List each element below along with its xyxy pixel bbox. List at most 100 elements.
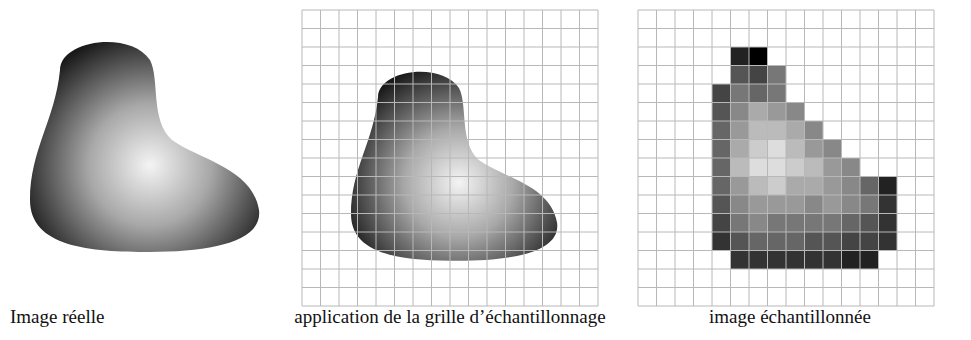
- grid-line: [638, 195, 934, 196]
- pixel-cell: [731, 214, 750, 233]
- pixel-cell: [879, 195, 898, 214]
- grid-line: [542, 10, 543, 306]
- pixel-cell: [786, 214, 805, 233]
- pixel-cell: [749, 66, 768, 85]
- grid-line: [638, 250, 934, 251]
- pixel-cell: [749, 84, 768, 103]
- pixel-cell: [805, 177, 824, 196]
- grid-line: [638, 213, 934, 214]
- pixel-cell: [712, 177, 731, 196]
- grid-line: [860, 10, 861, 306]
- grid-line: [302, 287, 598, 288]
- pixel-cell: [786, 177, 805, 196]
- pixel-cell: [731, 66, 750, 85]
- pixel-cell: [712, 121, 731, 140]
- pixel-cell: [731, 158, 750, 177]
- grid-line: [823, 10, 824, 306]
- pixel-cell: [805, 121, 824, 140]
- pixel-cell: [842, 232, 861, 251]
- pixel-cell: [731, 195, 750, 214]
- pixel-cell: [749, 232, 768, 251]
- pixel-cell: [823, 140, 842, 159]
- grid-line: [934, 10, 935, 306]
- grid-line: [598, 10, 599, 306]
- pixel-cell: [786, 195, 805, 214]
- pixel-cell: [768, 66, 787, 85]
- pixel-cell: [860, 232, 879, 251]
- pixel-cell: [842, 251, 861, 270]
- pixel-cell: [823, 195, 842, 214]
- pixel-cell: [860, 195, 879, 214]
- pixel-cell: [731, 121, 750, 140]
- pixel-cell: [731, 47, 750, 66]
- pixel-cell: [860, 251, 879, 270]
- grid-line: [638, 287, 934, 288]
- pixel-cell: [749, 251, 768, 270]
- grid-line: [915, 10, 916, 306]
- pixel-cell: [768, 103, 787, 122]
- pixel-cell: [879, 177, 898, 196]
- pixel-cell: [860, 177, 879, 196]
- pixel-cell: [731, 177, 750, 196]
- pixel-cell: [712, 84, 731, 103]
- grid-line: [804, 10, 805, 306]
- pixel-cell: [768, 140, 787, 159]
- pixel-cell: [805, 195, 824, 214]
- pixel-cell: [712, 214, 731, 233]
- grid-line: [638, 269, 934, 270]
- grid-line: [638, 158, 934, 159]
- pixel-cell: [768, 177, 787, 196]
- pixel-cell: [805, 232, 824, 251]
- grid-line: [468, 10, 469, 306]
- pixel-cell: [786, 232, 805, 251]
- pixel-cell: [823, 158, 842, 177]
- grid-line: [579, 10, 580, 306]
- pixel-cell: [768, 232, 787, 251]
- grid-line: [487, 10, 488, 306]
- sampling-grid: [302, 10, 934, 306]
- pixel-cell: [823, 177, 842, 196]
- panel-caption: Image réelle: [10, 306, 104, 328]
- pixel-cell: [768, 195, 787, 214]
- pixel-cell: [823, 214, 842, 233]
- grid-line: [302, 250, 598, 251]
- pixel-cell: [842, 214, 861, 233]
- pixel-cell: [823, 251, 842, 270]
- pixel-cell: [786, 103, 805, 122]
- grid-line: [897, 10, 898, 306]
- grid-line: [638, 232, 934, 233]
- pixel-cell: [712, 140, 731, 159]
- pixel-cell: [749, 121, 768, 140]
- pixel-cell: [768, 158, 787, 177]
- pixel-cell: [805, 251, 824, 270]
- pixel-cell: [731, 84, 750, 103]
- pixel-cell: [786, 158, 805, 177]
- panel-caption: image échantillonnée: [709, 306, 871, 328]
- pixel-cell: [768, 84, 787, 103]
- pixel-cell: [786, 251, 805, 270]
- pixel-cell: [731, 103, 750, 122]
- pixel-cell: [823, 232, 842, 251]
- pixel-cell: [712, 232, 731, 251]
- grid-line: [302, 269, 598, 270]
- panel-caption: application de la grille d’échantillonna…: [294, 306, 605, 328]
- pixel-cell: [842, 177, 861, 196]
- pixel-cell: [749, 158, 768, 177]
- pixel-cell: [805, 214, 824, 233]
- grid-line: [505, 10, 506, 306]
- pixel-cell: [731, 251, 750, 270]
- pixel-cell: [749, 140, 768, 159]
- pixel-cell: [749, 103, 768, 122]
- pixel-cell: [842, 195, 861, 214]
- pixel-cell: [712, 103, 731, 122]
- grid-line: [561, 10, 562, 306]
- pixel-cell: [768, 121, 787, 140]
- grid-line: [302, 158, 598, 159]
- pixel-cell: [879, 214, 898, 233]
- pixel-cell: [860, 214, 879, 233]
- pixel-cell: [768, 251, 787, 270]
- grid-line: [841, 10, 842, 306]
- pixel-cell: [879, 232, 898, 251]
- grid-line: [302, 213, 598, 214]
